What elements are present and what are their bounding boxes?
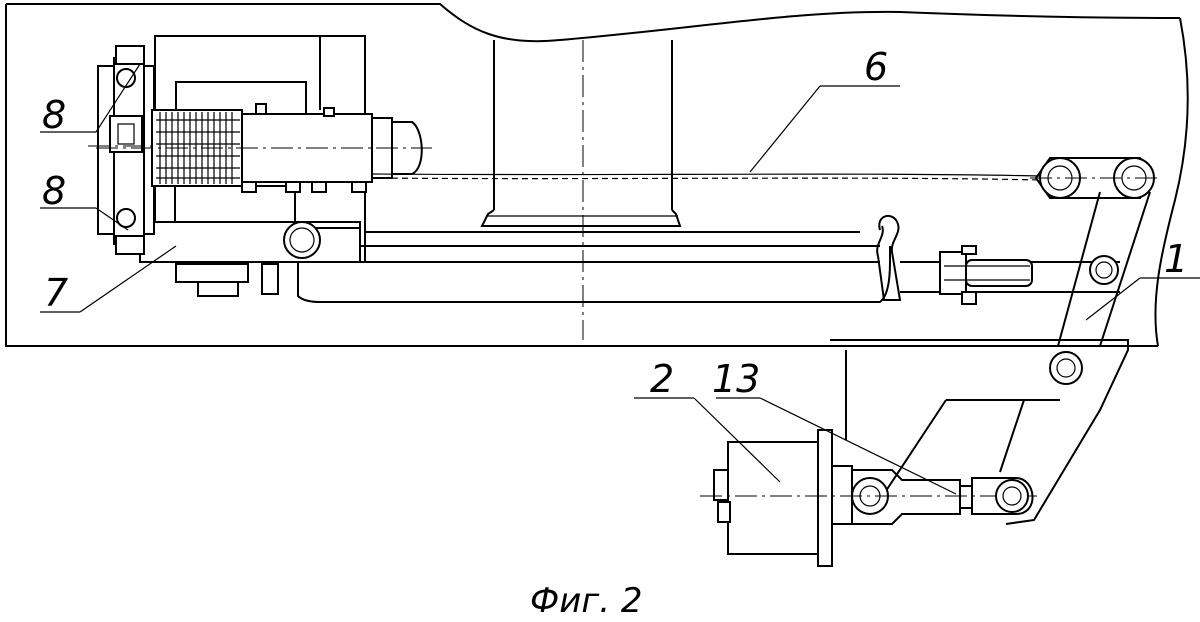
- housing-outline: [5, 3, 1189, 347]
- guide-rail: [283, 214, 902, 303]
- label-7: 7: [44, 271, 68, 315]
- label-1: 1: [1164, 237, 1188, 281]
- label-2: 2: [650, 357, 674, 401]
- label-8-lower: 8: [42, 169, 66, 213]
- lower-bracket: [830, 339, 1129, 525]
- roller-assembly-8: [88, 45, 160, 255]
- label-13: 13: [712, 357, 760, 401]
- cable-drum: [96, 103, 432, 193]
- label-6: 6: [864, 45, 888, 89]
- central-column: [480, 40, 682, 340]
- cable-6: [371, 173, 1041, 181]
- leader-lines: [40, 63, 1200, 495]
- figure-caption: Фиг. 2: [530, 581, 642, 621]
- lever-1: [1030, 157, 1160, 347]
- actuator-2: [700, 429, 1040, 567]
- label-8-upper: 8: [42, 93, 66, 137]
- connecting-rod: [900, 245, 1120, 305]
